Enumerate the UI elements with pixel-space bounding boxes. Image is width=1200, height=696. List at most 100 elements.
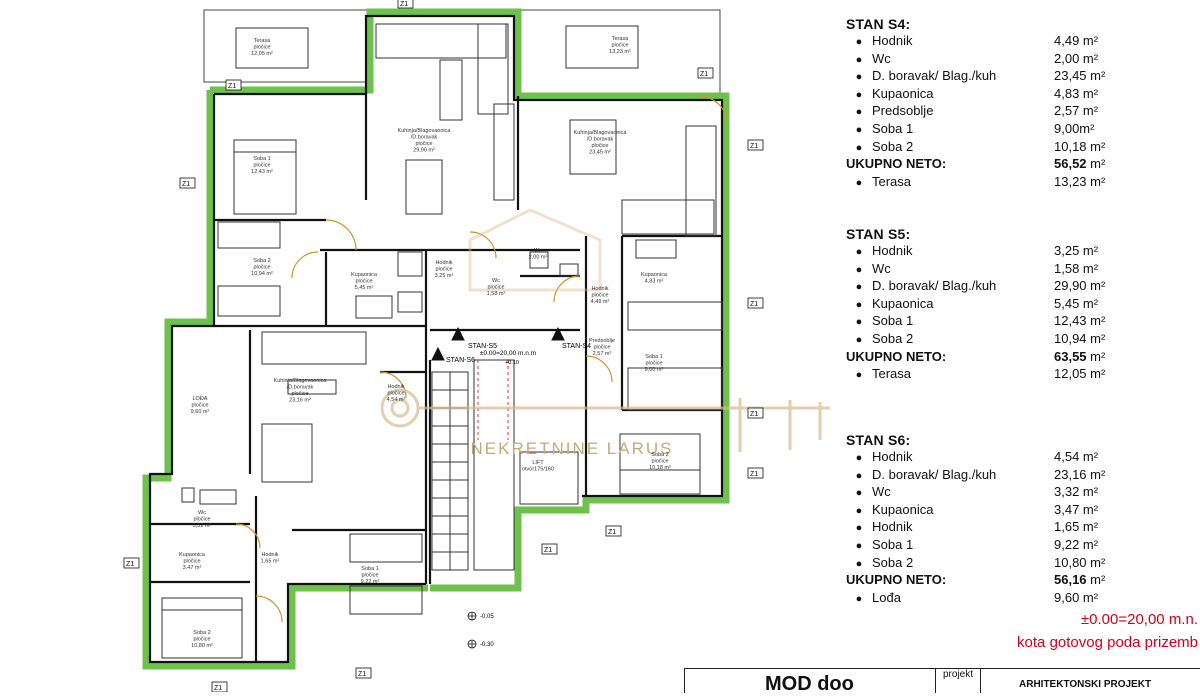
room-name: Soba 2 — [872, 330, 914, 346]
room-name: Soba 2 — [872, 554, 914, 570]
bullet-icon: ● — [855, 141, 863, 154]
z1-tag: Z1 — [608, 529, 616, 536]
total-value: 63,55 m² — [1054, 348, 1146, 366]
room-row: ● Hodnik 4,49 m² — [846, 32, 1146, 50]
z1-tag: Z1 — [228, 83, 236, 90]
z1-tag: Z1 — [750, 301, 758, 308]
z1-tag-box — [355, 667, 372, 679]
stan-s5-label: STAN-S5 — [468, 343, 497, 350]
room-name: D. boravak/ Blag./kuh — [872, 68, 997, 84]
z1-tag: Z1 — [750, 471, 758, 478]
total-unit: m² — [1086, 156, 1106, 172]
stan-s6-marker-icon — [431, 346, 445, 361]
bullet-icon: ● — [855, 281, 863, 294]
total-row: UKUPNO NETO:56,52 m² — [846, 155, 1146, 173]
z1-tag-box — [225, 79, 242, 91]
z1-tag: Z1 — [750, 411, 758, 418]
room-area: 3,47 m² — [1054, 501, 1099, 517]
room-area: 3,25 m² — [1054, 243, 1099, 258]
stan-s4-marker-icon — [551, 326, 565, 341]
bullet-icon: ● — [855, 369, 863, 382]
level-elevation: ±0.00=20,00 m.n. — [1080, 611, 1198, 628]
room-name: D. boravak/ Blag./kuh — [872, 278, 997, 294]
watermark-logo — [380, 208, 830, 452]
bullet-icon: ● — [855, 123, 863, 136]
z1-tag: Z1 — [750, 143, 758, 150]
z1-tag: Z1 — [400, 1, 408, 8]
level-note: kota gotovog poda prizemb — [1017, 634, 1198, 651]
z1-tag: Z1 — [214, 685, 222, 692]
room-row: ● Soba 2 10,80 m² — [846, 554, 1146, 572]
stan-s4-label: STAN-S4 — [562, 343, 591, 350]
bullet-icon: ● — [855, 539, 863, 552]
bullet-icon: ● — [855, 106, 863, 119]
room-area: 10,80 m² — [1054, 554, 1106, 570]
total-value: 56,52 m² — [1054, 155, 1146, 173]
room-area: 2,00 m² — [1054, 50, 1099, 66]
room-name: Hodnik — [872, 33, 913, 48]
bullet-icon: ● — [855, 557, 863, 570]
room-area: 1,58 m² — [1054, 260, 1099, 276]
bullet-icon: ● — [855, 53, 863, 66]
project-name: ARHITEKTONSKI PROJEKT — [1019, 679, 1152, 690]
bullet-icon: ● — [855, 263, 863, 276]
z1-tag-box — [747, 139, 764, 151]
bullet-icon: ● — [855, 298, 863, 311]
title-block-label: projekt — [935, 669, 981, 693]
extra-name: Lođa — [872, 589, 901, 605]
total-unit: m² — [1086, 572, 1106, 588]
room-name: D. boravak/ Blag./kuh — [872, 466, 997, 482]
room-area: 23,16 m² — [1054, 466, 1106, 482]
unit-title: STAN S4: — [846, 16, 911, 32]
z1-tag: Z1 — [700, 71, 708, 78]
bullet-icon: ● — [855, 246, 863, 258]
stan-s6-label: STAN-S6 — [446, 357, 475, 364]
z1-tag-box — [747, 467, 764, 479]
z1-tag-box — [541, 543, 558, 555]
lvl-minus-030: -0.30 — [480, 642, 494, 648]
extra-name: Terasa — [872, 173, 912, 189]
total-unit: m² — [1086, 348, 1106, 364]
total-number: 56,16 — [1054, 572, 1087, 588]
room-name: Soba 1 — [872, 313, 914, 329]
extra-area: 9,60 m² — [1054, 589, 1099, 605]
room-name: Predsoblje — [872, 103, 934, 119]
total-row: UKUPNO NETO:63,55 m² — [846, 348, 1146, 366]
bullet-icon: ● — [855, 36, 863, 48]
unit-title: STAN S6: — [846, 432, 911, 448]
total-number: 56,52 — [1054, 156, 1087, 172]
z1-tag: Z1 — [544, 547, 552, 554]
room-area: 4,49 m² — [1054, 33, 1099, 48]
bullet-icon: ● — [855, 487, 863, 500]
